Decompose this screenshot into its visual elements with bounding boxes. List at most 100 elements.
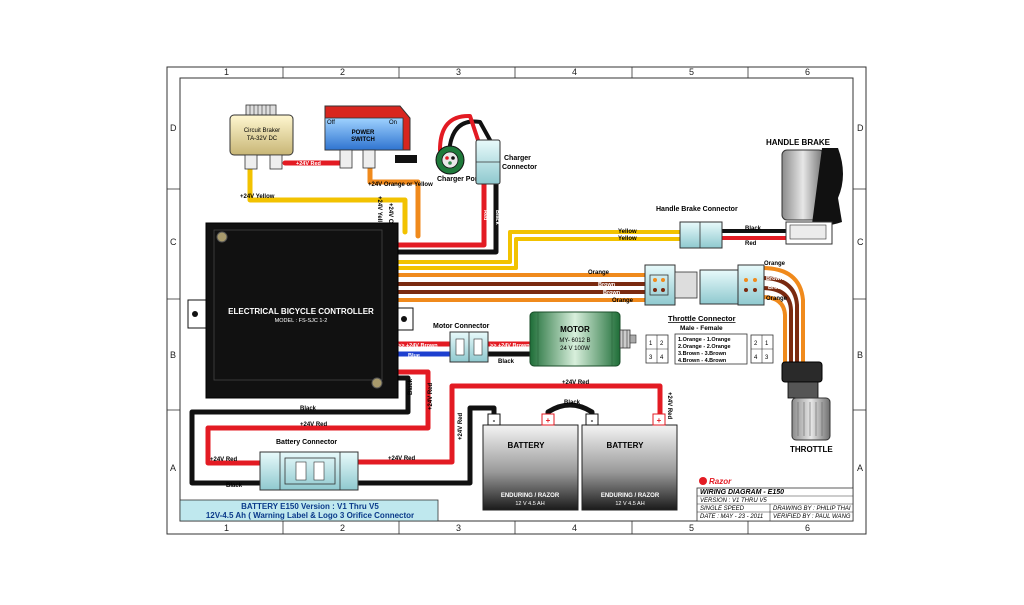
label-bc-red-left: +24V Red — [210, 457, 238, 463]
wire-ctrl-red-down — [395, 369, 431, 423]
col-top-5: 5 — [689, 67, 694, 77]
col-bot-1: 1 — [224, 523, 229, 533]
motor-model: MY- 6012 B — [559, 338, 590, 344]
battery-left-plus: + — [546, 416, 551, 425]
title-block-drawing-by: DRAWING BY : PHILIP THAI — [773, 506, 851, 512]
pin-row-4: 4.Brown - 4.Brown — [678, 358, 727, 364]
circuit-breaker-label: Circuit Braker — [244, 128, 280, 134]
row-left-a: A — [170, 463, 176, 473]
battery-left: - + BATTERY ENDURING / RAZOR 12 V 4.5 AH — [482, 413, 579, 511]
motor-spec: 24 V 100W — [560, 346, 590, 352]
battery-connector-label: Battery Connector — [276, 439, 337, 446]
inner-frame — [179, 77, 854, 522]
throttle-connector-title: Throttle Connector — [668, 314, 736, 323]
col-top-1: 1 — [224, 67, 229, 77]
info-line-2: 12V-4.5 Ah ( Warning Label & Logo 3 Orif… — [206, 511, 414, 520]
pin-row-3: 3.Brown - 3.Brown — [678, 351, 727, 357]
label-brown-1: Brown — [598, 282, 616, 288]
label-charger-black: Black — [494, 210, 500, 226]
label-red-vert-right: +24V Red — [666, 392, 672, 420]
wire-thr-orange-a — [760, 266, 805, 367]
charger-port: Charger Port — [435, 145, 480, 183]
frame-ticks — [167, 67, 866, 534]
col-bot-3: 3 — [456, 523, 461, 533]
throttle-grip: THROTTLE — [781, 361, 833, 454]
row-left-b: B — [170, 350, 176, 360]
title-block-title: WIRING DIAGRAM - E150 — [700, 489, 784, 496]
label-switch-orange: +24V Orange or Yellow — [368, 182, 433, 188]
wire-thr-brown-b — [760, 286, 793, 367]
battery-right-minus: - — [591, 416, 594, 425]
row-letters: D C B A D C B A — [170, 123, 864, 473]
motor-connector-label: Motor Connector — [433, 323, 490, 330]
male-num-2: 2 — [660, 341, 664, 347]
col-top-6: 6 — [805, 67, 810, 77]
label-motor-blue: Blue — [408, 353, 420, 359]
col-top-4: 4 — [572, 67, 577, 77]
battery-left-spec: 12 V 4.5 AH — [515, 501, 544, 507]
row-right-d: D — [857, 123, 864, 133]
wire-chargerport-black — [448, 119, 492, 147]
wire-bat-red — [353, 383, 663, 465]
label-brake-black: Black — [745, 226, 762, 232]
col-bot-5: 5 — [689, 523, 694, 533]
battery-left-brand: ENDURING / RAZOR — [501, 493, 560, 499]
battery-right-brand: ENDURING / RAZOR — [601, 493, 660, 499]
wire-charger-red — [395, 177, 487, 248]
circuit-breaker-rating: TA-32V DC — [247, 136, 278, 142]
label-red-loop: +24V Red — [300, 422, 328, 428]
info-box: BATTERY E150 Version : V1 Thru V5 12V-4.… — [179, 499, 439, 522]
wire-chargerport-red — [438, 113, 480, 152]
battery-right-plus: + — [657, 416, 662, 425]
handle-brake-connector-label: Handle Brake Connector — [656, 206, 738, 213]
motor-title: MOTOR — [560, 325, 590, 334]
charger-connector-label-1: Charger — [504, 155, 531, 162]
label-bat-red-top: +24V Red — [562, 380, 590, 386]
throttle-label: THROTTLE — [790, 445, 833, 454]
row-left-d: D — [170, 123, 177, 133]
handle-brake-connector: Handle Brake Connector — [656, 206, 738, 249]
male-num-3: 3 — [649, 355, 653, 361]
pin-row-1: 1.Orange - 1.Orange — [678, 337, 731, 343]
battery-right: - + BATTERY ENDURING / RAZOR 12 V 4.5 AH — [581, 413, 678, 511]
label-motor-brown-left: >> +24V Brown — [398, 343, 438, 349]
wire-brake-yellow-1 — [396, 230, 682, 264]
title-block-speed: SINGLE SPEED — [700, 506, 745, 512]
male-num-1: 1 — [649, 341, 653, 347]
label-motor-black: Black — [498, 359, 515, 365]
controller-model: MODEL : FS-SJC 1-2 — [275, 318, 328, 324]
handle-brake-label: HANDLE BRAKE — [766, 138, 831, 147]
switch-off-label: Off — [327, 120, 335, 126]
charger-connector-label-2: Connector — [502, 164, 537, 171]
title-block-verified-by: VERIFIED BY : PAUL WANG — [773, 514, 851, 520]
wire-cb-yellow — [247, 160, 408, 235]
battery-left-minus: - — [493, 416, 496, 425]
label-thr-orange: Orange — [764, 261, 786, 267]
label-charger-red: Red — [482, 210, 488, 220]
controller: ELECTRICAL BICYCLE CONTROLLER MODEL : FS… — [187, 222, 414, 399]
female-num-2: 1 — [765, 341, 769, 347]
circuit-breaker: Circuit Braker TA-32V DC — [229, 104, 294, 170]
battery-right-spec: 12 V 4.5 AH — [615, 501, 644, 507]
label-brown-2: Brown — [603, 290, 621, 296]
row-left-c: C — [170, 237, 177, 247]
wires — [189, 113, 805, 486]
column-numbers: 1 2 3 4 5 6 1 2 3 4 5 6 — [224, 67, 810, 533]
col-bot-6: 6 — [805, 523, 810, 533]
throttle-plug-right — [699, 264, 765, 306]
switch-title: POWER — [352, 130, 375, 136]
info-line-1: BATTERY E150 Version : V1 Thru V5 — [241, 502, 379, 511]
charger-connector: Charger Connector — [475, 139, 537, 185]
motor: MOTOR MY- 6012 B 24 V 100W — [529, 311, 637, 367]
charger-port-label: Charger Port — [437, 176, 480, 183]
throttle-connector-table: Throttle Connector Male - Female 1 2 3 4… — [645, 314, 774, 365]
controller-title: ELECTRICAL BICYCLE CONTROLLER — [228, 307, 374, 316]
switch-title-2: SWITCH — [351, 137, 375, 143]
label-bridge-black: Black — [564, 400, 581, 406]
label-cb-yellow: +24V Yellow — [240, 194, 275, 200]
col-top-3: 3 — [456, 67, 461, 77]
col-bot-2: 2 — [340, 523, 345, 533]
pin-row-2: 2.Orange - 2.Orange — [678, 344, 731, 350]
